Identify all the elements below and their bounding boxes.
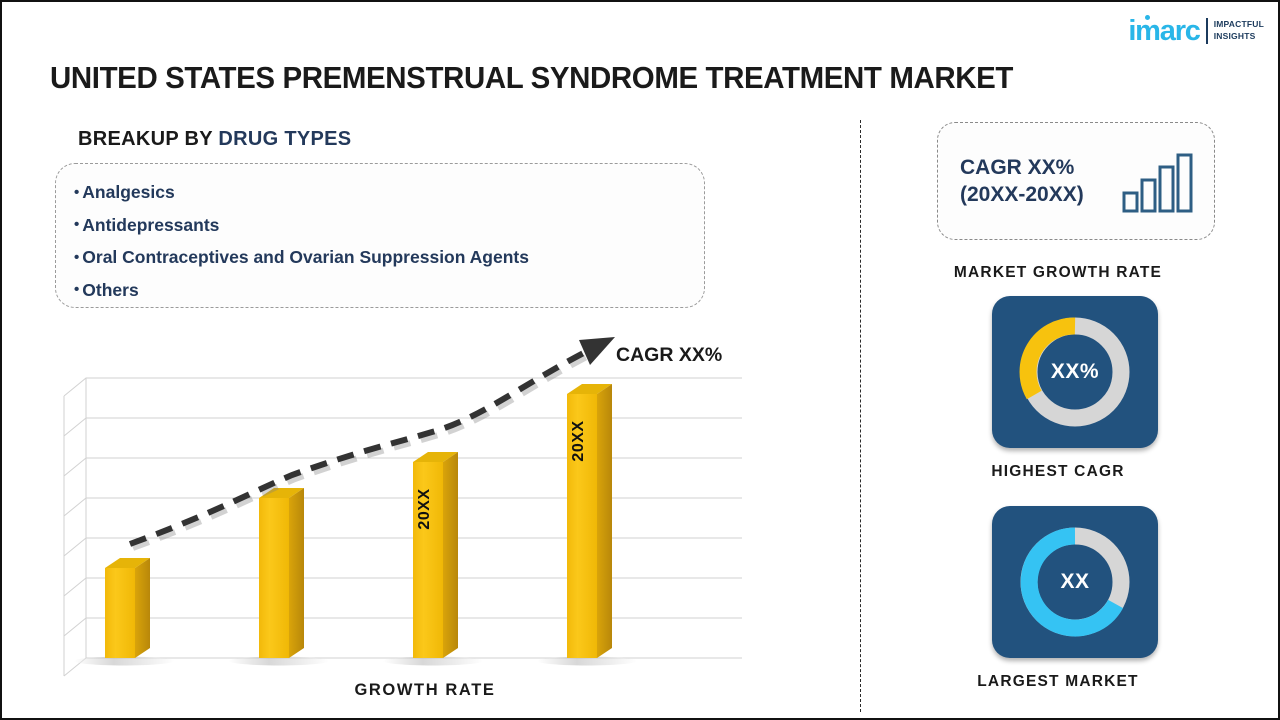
- largest-market-donut: [1020, 527, 1130, 637]
- page-title: UNITED STATES PREMENSTRUAL SYNDROME TREA…: [50, 60, 1014, 95]
- highest-cagr-value: XX%: [1050, 360, 1100, 383]
- logo-wordmark: imarc: [1128, 15, 1201, 47]
- segment-list-box: •Analgesics •Antidepressants •Oral Contr…: [55, 163, 705, 308]
- chart-bar: [413, 452, 458, 658]
- list-item-label: Oral Contraceptives and Ovarian Suppress…: [82, 247, 529, 267]
- chart-canvas: [63, 337, 742, 677]
- bullet-icon: •: [74, 281, 80, 298]
- cagr-line-2: (20XX-20XX): [960, 183, 1084, 206]
- chart-bar: [567, 384, 612, 658]
- breakup-label-highlight: DRUG TYPES: [218, 128, 352, 150]
- bar-label-4: 20XX: [570, 420, 587, 462]
- vertical-divider: [860, 120, 861, 712]
- logo-dot-icon: [1145, 15, 1151, 20]
- list-item: •Others: [74, 275, 704, 308]
- bullet-icon: •: [74, 248, 80, 266]
- market-growth-rate-box: CAGR XX% (20XX-20XX): [937, 122, 1215, 240]
- chart-bar: [105, 558, 150, 658]
- largest-market-caption: LARGEST MARKET: [977, 673, 1139, 690]
- trend-arrow-icon: [579, 337, 615, 365]
- logo-tagline-line2: INSIGHTS: [1213, 30, 1256, 41]
- list-item: •Antidepressants: [74, 210, 704, 243]
- highest-cagr-donut: [1019, 317, 1130, 427]
- logo-tagline-line1: IMPACTFUL: [1213, 19, 1264, 30]
- chart-trendline: [128, 337, 615, 551]
- breakup-heading: BREAKUP BY DRUG TYPES: [78, 128, 351, 151]
- list-item-label: Antidepressants: [82, 214, 220, 235]
- bar-chart-icon: [1122, 153, 1193, 213]
- chart-gridlines: [63, 377, 742, 677]
- chart-bar: [259, 488, 304, 658]
- market-growth-rate-caption: MARKET GROWTH RATE: [953, 264, 1163, 281]
- list-item: •Oral Contraceptives and Ovarian Suppres…: [74, 242, 704, 275]
- donut-arc-highest-cagr: [1019, 317, 1076, 400]
- largest-market-value: XX: [1060, 570, 1090, 593]
- logo-wordmark-text: imarc: [1128, 15, 1201, 47]
- cagr-line-1: CAGR XX%: [960, 156, 1075, 179]
- bullet-icon: •: [74, 216, 80, 233]
- chart-x-axis-label: GROWTH RATE: [354, 681, 496, 699]
- chart-cagr-annotation: CAGR XX%: [616, 344, 723, 366]
- logo-divider: [1205, 17, 1208, 44]
- breakup-label-prefix: BREAKUP BY: [78, 128, 213, 150]
- bar-label-3: 20XX: [416, 488, 433, 530]
- list-item: •Analgesics: [74, 177, 704, 210]
- list-item-label: Analgesics: [82, 182, 175, 202]
- logo-tagline: IMPACTFUL INSIGHTS: [1214, 19, 1264, 42]
- bar-shadows: [74, 656, 637, 666]
- imarc-logo: imarc IMPACTFUL INSIGHTS: [1128, 15, 1264, 47]
- largest-market-tile: XX: [992, 506, 1158, 658]
- growth-rate-bar-chart: 20XX 20XX CAGR XX% GROWTH RATE: [62, 332, 762, 720]
- bullet-icon: •: [74, 183, 80, 201]
- market-growth-rate-value: CAGR XX% (20XX-20XX): [960, 154, 1084, 208]
- highest-cagr-tile: XX%: [992, 296, 1158, 448]
- highest-cagr-caption: HIGHEST CAGR: [991, 463, 1125, 480]
- donut-arc-largest-market: [1020, 527, 1124, 637]
- list-item-label: Others: [82, 279, 139, 300]
